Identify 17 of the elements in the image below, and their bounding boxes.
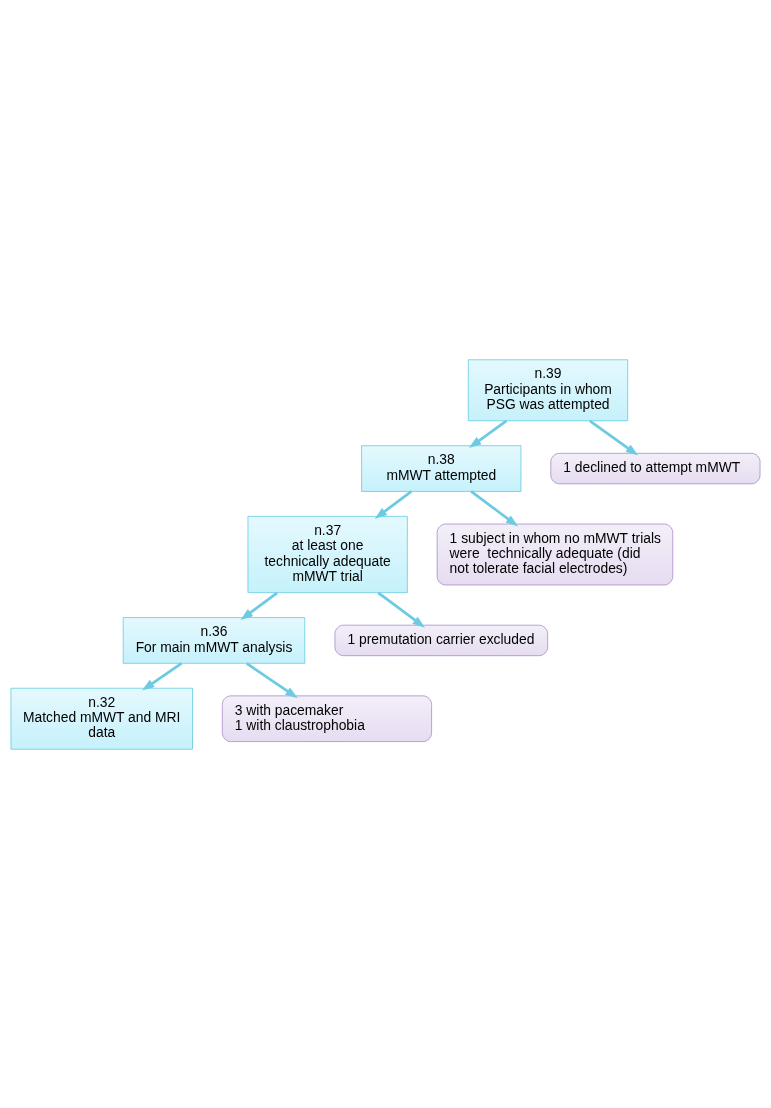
arrow [245,661,298,698]
node-box: n.37 at least one technically adequate mMWT trial [247,515,408,593]
arrow [468,419,508,448]
arrow [589,419,639,456]
arrow [470,489,519,526]
node-box: n.36 For main mMWT analysis [122,616,306,664]
node-box: 1 premutation carrier excluded [334,624,548,656]
node-box: 1 declined to attempt mMWT [550,452,761,484]
arrow [141,661,183,690]
node-box: 1 subject in whom no mMWT trials were technically adequate (did not tolerate facial electrodes) [436,523,674,585]
node-box: n.38 mMWT attempted [361,444,522,492]
arrow [374,489,413,519]
node-box: n.39 Participants in whom PSG was attempted [467,358,629,421]
node-box: 3 with pacemaker 1 with claustrophobia [221,695,432,742]
arrow [377,591,426,628]
node-box: n.32 Matched mMWT and MRI data [10,687,193,750]
arrow [240,591,278,620]
